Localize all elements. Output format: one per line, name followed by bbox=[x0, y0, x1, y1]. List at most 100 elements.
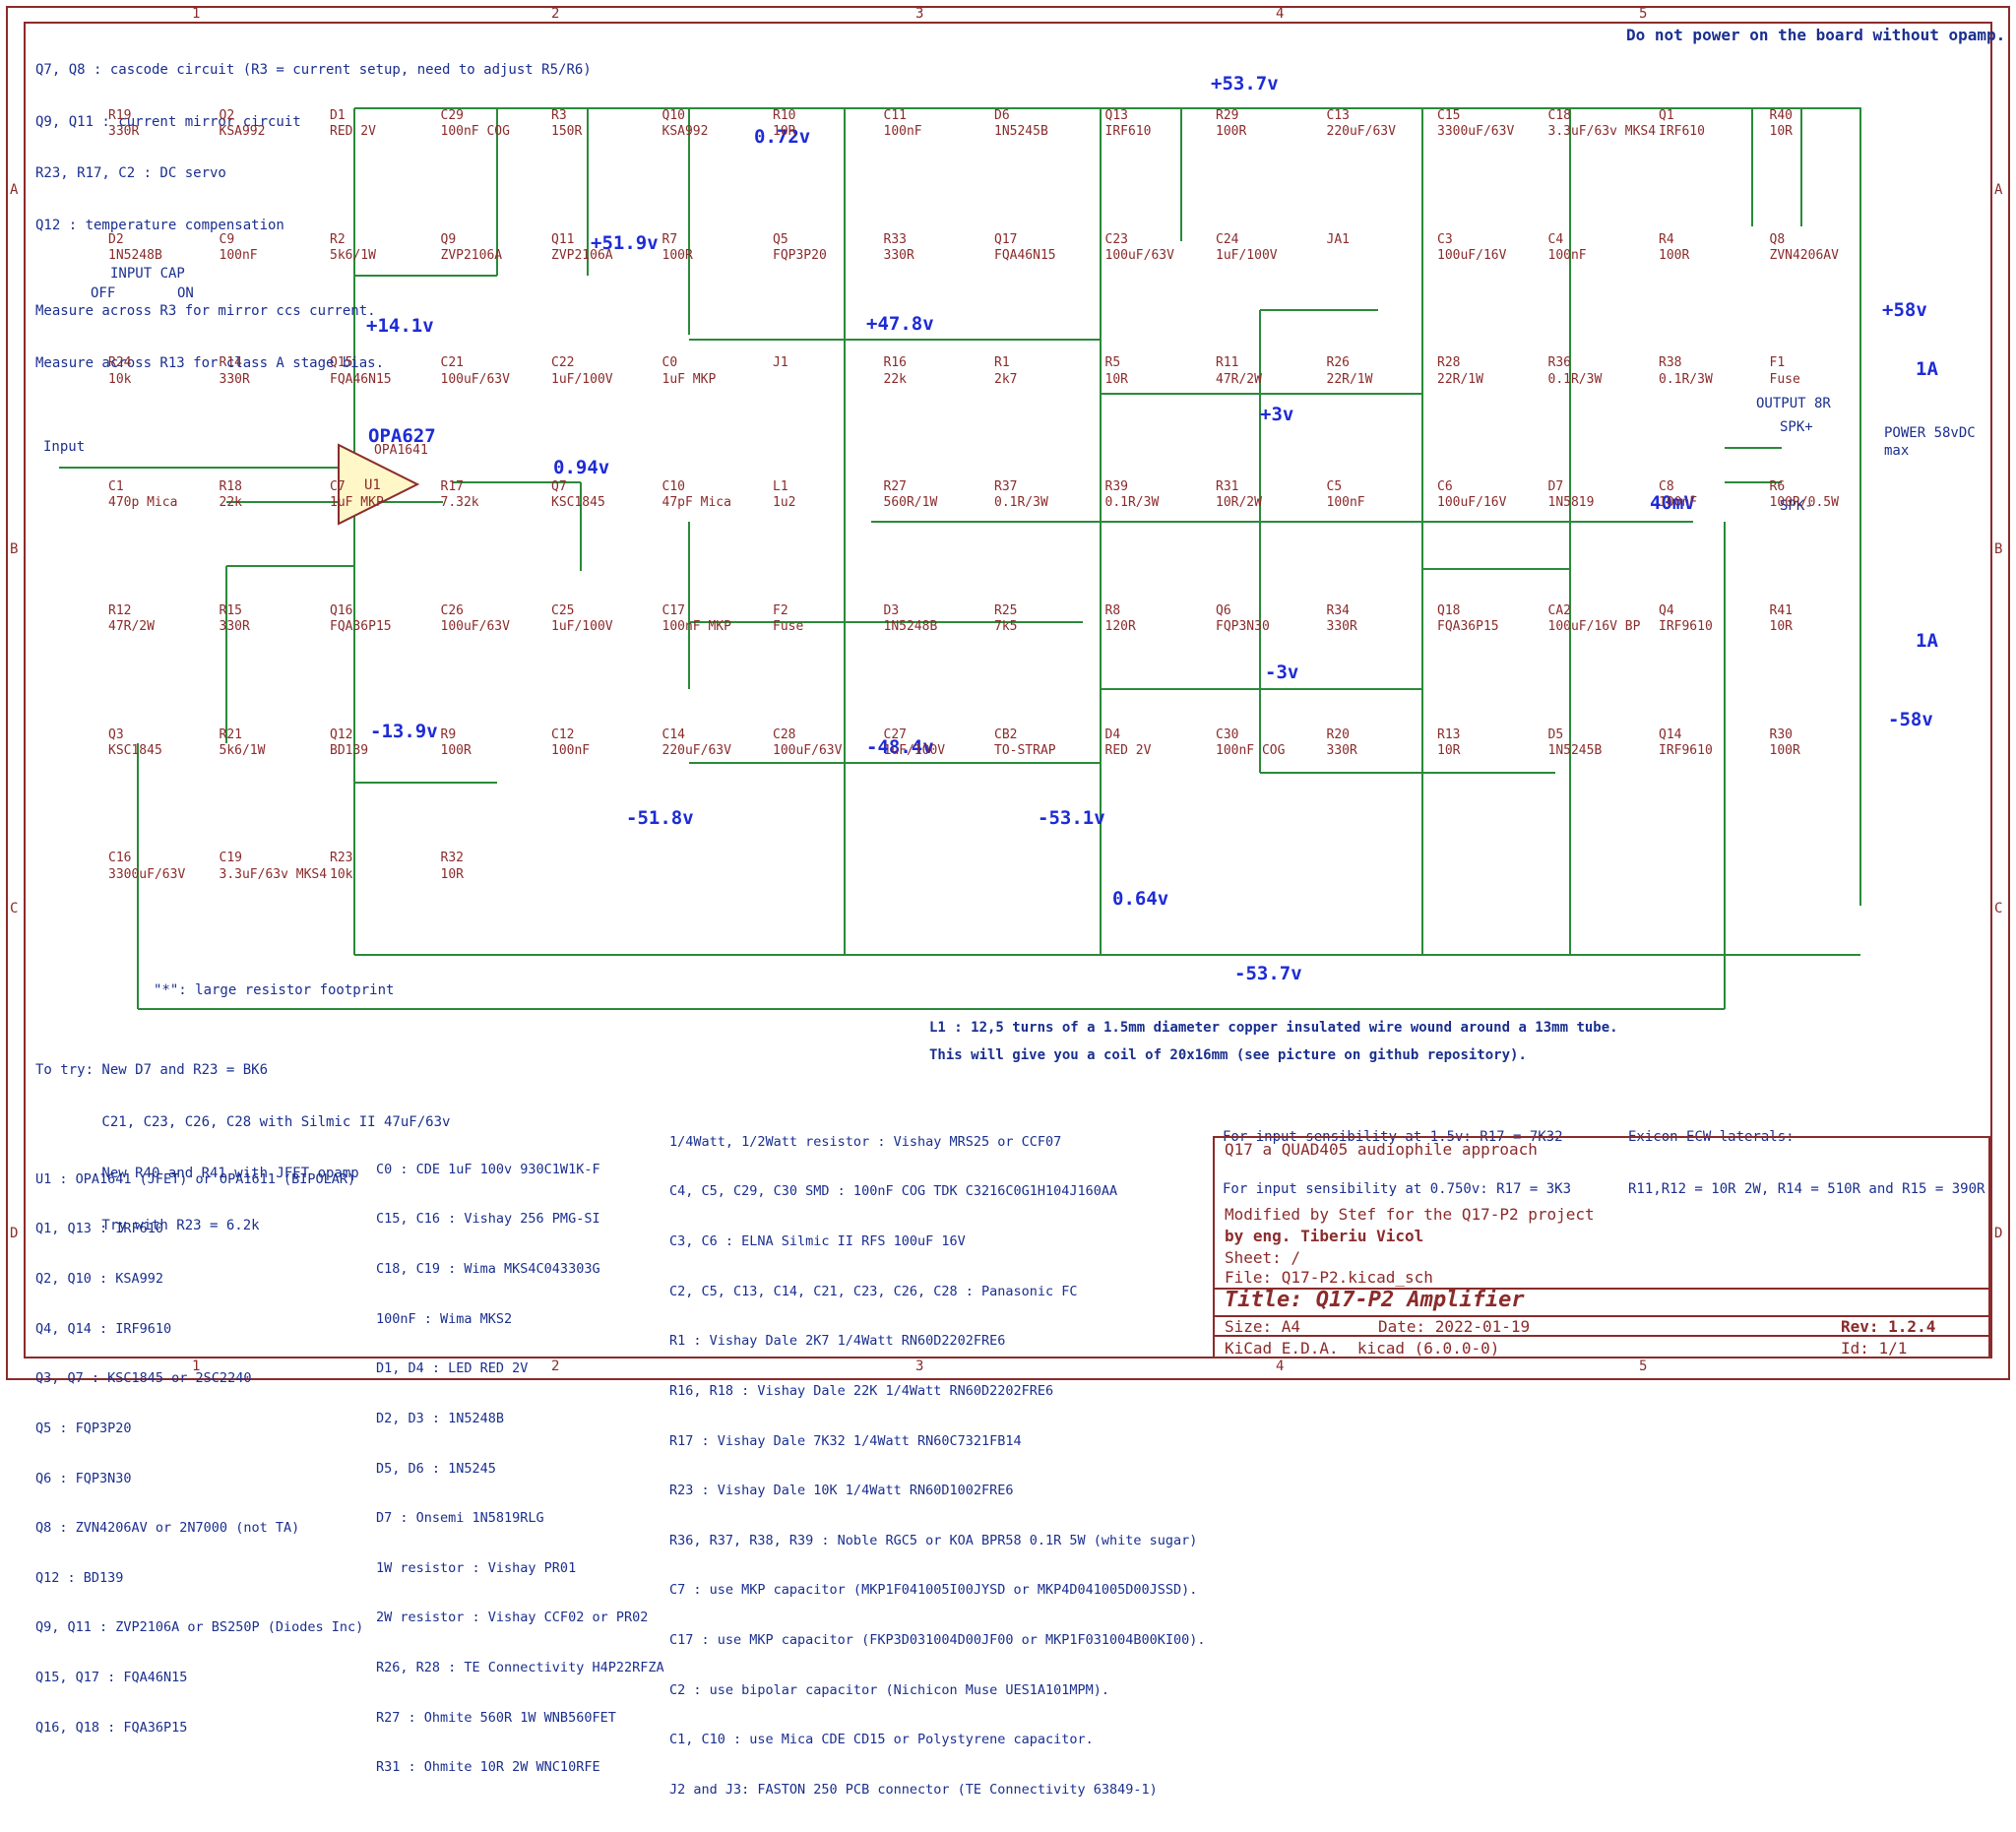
component-label: C16 3300uF/63V bbox=[108, 851, 186, 882]
component-label: CB2 TO-STRAP bbox=[994, 726, 1056, 758]
part-line: C2 : use bipolar capacitor (Nichicon Mus… bbox=[669, 1681, 1110, 1698]
opamp-ref: U1 bbox=[364, 477, 381, 493]
opamp-label: OPA627 bbox=[368, 425, 436, 447]
component-label: C22 1uF/100V bbox=[551, 355, 613, 387]
kicad-version: KiCad E.D.A. kicad (6.0.0-0) bbox=[1225, 1339, 1500, 1358]
component-label: C18 3.3uF/63v MKS4 bbox=[1547, 108, 1657, 140]
component-label: R25 7k5 bbox=[994, 602, 1018, 635]
voltage-label: +3v bbox=[1260, 404, 1294, 425]
component-label: R27 560R/1W bbox=[883, 479, 938, 511]
component-label: R1 2k7 bbox=[994, 355, 1018, 387]
component-label: C14 220uF/63V bbox=[662, 726, 731, 758]
component-label: C3 100uF/16V bbox=[1437, 231, 1507, 263]
part-line: Q1, Q13 : IRF610 bbox=[35, 1221, 164, 1237]
part-line: 1/4Watt, 1/2Watt resistor : Vishay MRS25… bbox=[669, 1133, 1062, 1150]
component-label: R34 330R bbox=[1326, 602, 1357, 635]
grid-col-5: 5 bbox=[1639, 6, 1648, 22]
part-line: C7 : use MKP capacitor (MKP1F041005I00JY… bbox=[669, 1582, 1198, 1599]
note-line: Q9, Q11 : current mirror circuit bbox=[35, 113, 301, 130]
parts-list-3: 1/4Watt, 1/2Watt resistor : Vishay MRS25… bbox=[669, 1101, 1206, 1832]
voltage-label: -53.1v bbox=[1038, 807, 1105, 829]
title-block-divider bbox=[1213, 1288, 1988, 1290]
component-label: Q8 ZVN4206AV bbox=[1769, 231, 1839, 263]
component-label: C11 100nF bbox=[883, 108, 922, 140]
part-line: Q2, Q10 : KSA992 bbox=[35, 1271, 164, 1287]
outer-frame bbox=[6, 6, 2010, 1380]
part-line: R16, R18 : Vishay Dale 22K 1/4Watt RN60D… bbox=[669, 1382, 1054, 1399]
component-label: R41 10R bbox=[1769, 602, 1793, 635]
grid-col-3: 3 bbox=[915, 6, 924, 22]
part-line: Q12 : BD139 bbox=[35, 1569, 124, 1586]
part-line: C4, C5, C29, C30 SMD : 100nF COG TDK C32… bbox=[669, 1183, 1118, 1200]
voltage-label: -58v bbox=[1888, 709, 1933, 730]
component-label: Q17 FQA46N15 bbox=[994, 231, 1056, 263]
component-label: R29 100R bbox=[1216, 108, 1247, 140]
component-label: R4 100R bbox=[1659, 231, 1690, 263]
component-label: R24 10k bbox=[108, 355, 132, 387]
note-line: Q12 : temperature compensation bbox=[35, 217, 284, 233]
part-line: D7 : Onsemi 1N5819RLG bbox=[376, 1510, 544, 1527]
component-label: C19 3.3uF/63v MKS4 bbox=[219, 851, 328, 882]
voltage-label: 0.64v bbox=[1112, 888, 1169, 910]
part-line: Q16, Q18 : FQA36P15 bbox=[35, 1719, 188, 1736]
author: by eng. Tiberiu Vicol bbox=[1225, 1227, 1424, 1245]
grid-col-1-b: 1 bbox=[192, 1358, 201, 1374]
fuse-rating: 1A bbox=[1916, 630, 1938, 652]
to-try-line: To try: New D7 and R23 = BK6 bbox=[35, 1062, 269, 1078]
grid-col-5-b: 5 bbox=[1639, 1358, 1648, 1374]
coil-note: L1 : 12,5 turns of a 1.5mm diameter copp… bbox=[929, 1020, 1618, 1036]
component-label: C24 1uF/100V bbox=[1216, 231, 1278, 263]
component-label: C23 100uF/63V bbox=[1104, 231, 1174, 263]
component-label: Q9 ZVP2106A bbox=[440, 231, 503, 263]
voltage-label: 0.72v bbox=[754, 126, 811, 148]
component-label: C6 100uF/16V bbox=[1437, 479, 1507, 511]
part-line: C17 : use MKP capacitor (FKP3D031004D00J… bbox=[669, 1632, 1206, 1648]
voltage-label: +51.9v bbox=[591, 232, 659, 254]
spk-minus-label: SPK- bbox=[1780, 498, 1813, 514]
component-label: D6 1N5245B bbox=[994, 108, 1048, 140]
note-line: Measure across R3 for mirror ccs current… bbox=[35, 303, 376, 319]
component-label: R33 330R bbox=[883, 231, 914, 263]
component-label: JA1 bbox=[1326, 231, 1350, 247]
component-label: R17 7.32k bbox=[440, 479, 479, 511]
fuse-rating: 1A bbox=[1916, 358, 1938, 380]
component-label: D3 1N5248B bbox=[883, 602, 938, 635]
grid-col-2: 2 bbox=[551, 6, 560, 22]
component-label: R3 150R bbox=[551, 108, 583, 140]
component-label: C1 470p Mica bbox=[108, 479, 178, 511]
component-label: Q18 FQA36P15 bbox=[1437, 602, 1499, 635]
component-label: J1 bbox=[773, 355, 788, 371]
component-label: C13 220uF/63V bbox=[1326, 108, 1396, 140]
component-label: D1 RED 2V bbox=[330, 108, 376, 140]
voltage-label: +47.8v bbox=[866, 313, 934, 335]
grid-row-c-r: C bbox=[1994, 901, 2003, 916]
part-line: Q3, Q7 : KSC1845 or 2SC2240 bbox=[35, 1370, 252, 1387]
input-label: Input bbox=[43, 439, 86, 455]
parts-list-2: C0 : CDE 1uF 100v 930C1W1K-F C15, C16 : … bbox=[376, 1128, 664, 1809]
component-label: C30 100nF COG bbox=[1216, 726, 1286, 758]
part-line: C0 : CDE 1uF 100v 930C1W1K-F bbox=[376, 1161, 600, 1177]
part-line: C3, C6 : ELNA Silmic II RFS 100uF 16V bbox=[669, 1233, 966, 1249]
component-label: Q5 FQP3P20 bbox=[773, 231, 827, 263]
voltage-label: +14.1v bbox=[366, 315, 434, 337]
component-label: R39 0.1R/3W bbox=[1104, 479, 1160, 511]
component-label: R31 10R/2W bbox=[1216, 479, 1262, 511]
component-label: R8 120R bbox=[1104, 602, 1136, 635]
to-try-line: Try with R23 = 6.2k bbox=[35, 1217, 260, 1233]
part-line: C1, C10 : use Mica CDE CD15 or Polystyre… bbox=[669, 1732, 1094, 1748]
component-label: Q11 ZVP2106A bbox=[551, 231, 613, 263]
component-label: D2 1N5248B bbox=[108, 231, 162, 263]
part-line: Q8 : ZVN4206AV or 2N7000 (not TA) bbox=[35, 1520, 300, 1537]
part-line: R27 : Ohmite 560R 1W WNB560FET bbox=[376, 1709, 616, 1726]
note-line: Q7, Q8 : cascode circuit (R3 = current s… bbox=[35, 62, 592, 78]
voltage-label: 40mV bbox=[1650, 492, 1695, 514]
part-line: D1, D4 : LED RED 2V bbox=[376, 1360, 529, 1377]
grid-row-b: B bbox=[10, 541, 19, 557]
component-label: Q15 FQA46N15 bbox=[330, 355, 392, 387]
opamp-sublabel: OPA1641 bbox=[374, 443, 428, 458]
voltage-label: -51.8v bbox=[626, 807, 694, 829]
component-label: F1 Fuse bbox=[1769, 355, 1800, 387]
voltage-label: +53.7v bbox=[1211, 73, 1279, 95]
component-label: F2 Fuse bbox=[773, 602, 804, 635]
sheet-label: Sheet: / bbox=[1225, 1248, 1301, 1267]
